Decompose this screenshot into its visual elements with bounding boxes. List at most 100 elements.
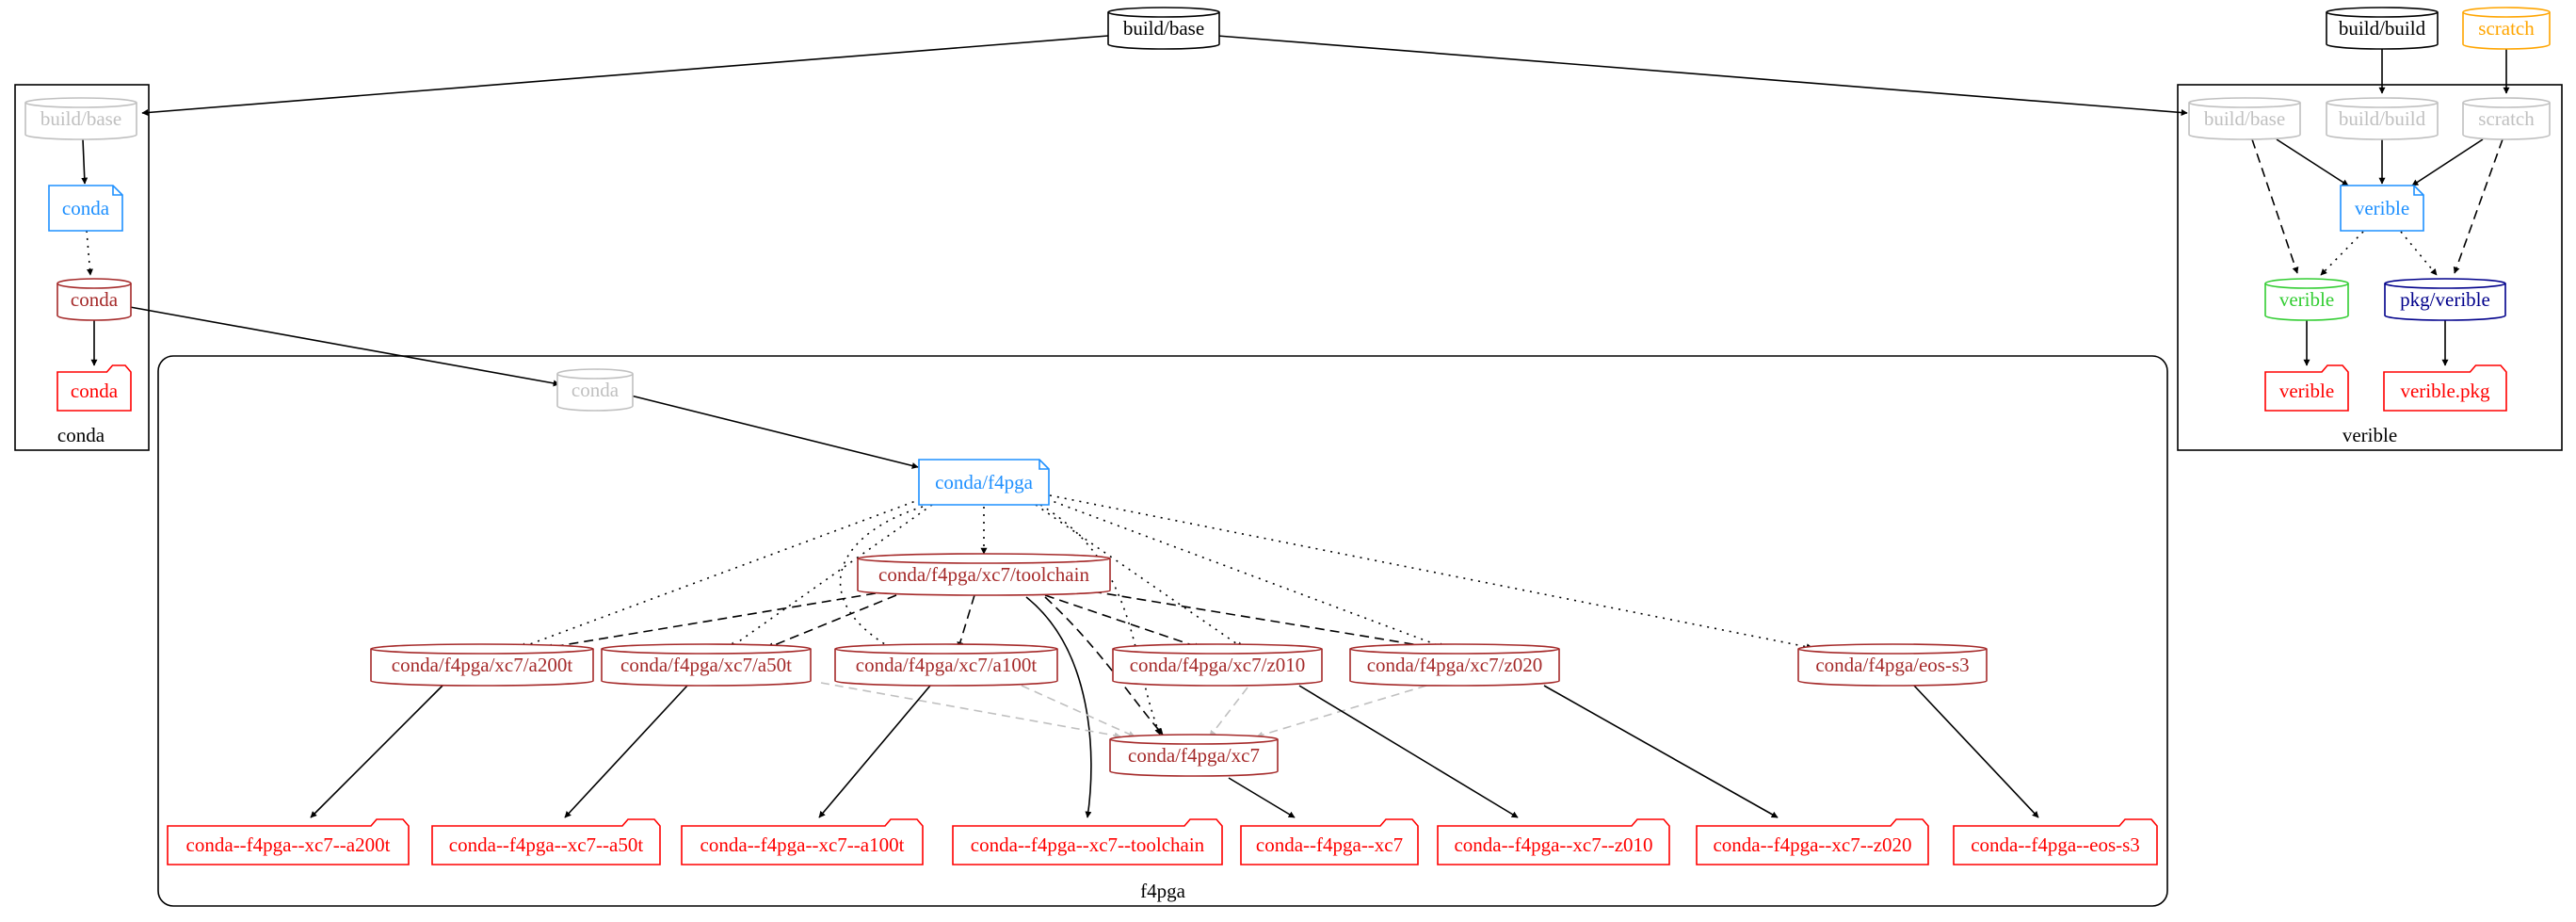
- edge-toolchain-to-a100t: [957, 594, 975, 649]
- edge-verible-base-to-dockerfile: [2276, 138, 2349, 186]
- node-label: build/build: [2339, 17, 2426, 40]
- edge-xc7-to-artifact: [1228, 777, 1296, 818]
- edge-z020-to-artifact: [1543, 685, 1779, 818]
- edge-eos-s3-to-artifact: [1913, 685, 2039, 818]
- edge-toolchain-to-a50t: [766, 594, 897, 649]
- node-verible-image: verible: [2264, 278, 2349, 321]
- node-label: build/base: [1123, 17, 1204, 40]
- node-conda-image: conda: [56, 278, 132, 321]
- node-label: conda--f4pga--xc7--a50t: [449, 833, 644, 856]
- edge-toolchain-to-artifact: [1025, 596, 1092, 818]
- node-verible-pkg-artifact: verible.pkg: [2383, 364, 2507, 412]
- node-label: conda/f4pga/xc7/a200t: [392, 654, 573, 676]
- node-art-a50t: conda--f4pga--xc7--a50t: [431, 818, 661, 865]
- node-conda-artifact: conda: [56, 364, 132, 412]
- node-label: conda: [71, 380, 119, 402]
- edge-toolchain-to-z020: [1091, 590, 1437, 651]
- edge-conda-image-to-f4pga-ref: [129, 306, 560, 387]
- edge-a200t-to-artifact: [310, 685, 443, 818]
- node-label: scratch: [2478, 107, 2535, 130]
- node-label: conda/f4pga/xc7/a100t: [856, 654, 1038, 676]
- node-label: verible.pkg: [2400, 380, 2490, 402]
- edge-a100t-to-artifact: [818, 685, 931, 818]
- edge-conda-dockerfile-to-image: [86, 230, 93, 276]
- cluster-verible: verible: [2177, 84, 2563, 451]
- node-art-a200t: conda--f4pga--xc7--a200t: [167, 818, 410, 865]
- node-label: conda--f4pga--xc7--a200t: [186, 833, 391, 856]
- node-label: build/base: [40, 107, 121, 130]
- node-label: pkg/verible: [2400, 288, 2490, 311]
- node-label: conda--f4pga--xc7: [1256, 833, 1403, 856]
- node-label: conda--f4pga--xc7--a100t: [700, 833, 905, 856]
- node-label: conda/f4pga/xc7: [1128, 744, 1260, 767]
- node-label: conda/f4pga/eos-s3: [1815, 654, 1969, 676]
- node-label: conda: [572, 379, 620, 401]
- node-verible-base-ref: build/base: [2188, 97, 2301, 140]
- node-art-xc7: conda--f4pga--xc7: [1240, 818, 1419, 865]
- edge-conda-ref-to-f4pga: [630, 395, 919, 469]
- node-label: conda--f4pga--xc7--z010: [1454, 833, 1652, 856]
- cluster-conda-label: conda: [57, 424, 105, 446]
- edge-f4pga-to-z020: [1046, 498, 1446, 650]
- edge-toolchain-to-a200t: [545, 592, 877, 651]
- node-toolchain: conda/f4pga/xc7/toolchain: [857, 553, 1111, 596]
- edge-f4pga-to-eos-s3: [1049, 494, 1813, 651]
- edge-build-base-to-conda: [141, 35, 1109, 116]
- node-label: conda/f4pga: [935, 471, 1033, 493]
- edge-z010-to-xc7: [1209, 687, 1248, 737]
- node-a50t: conda/f4pga/xc7/a50t: [601, 643, 812, 687]
- node-scratch-top: scratch: [2462, 7, 2551, 50]
- node-conda-dockerfile: conda: [48, 185, 123, 232]
- node-eos-s3: conda/f4pga/eos-s3: [1797, 643, 1988, 687]
- node-label: conda--f4pga--xc7--toolchain: [971, 833, 1205, 856]
- cluster-f4pga-label: f4pga: [1140, 880, 1185, 902]
- edge-a50t-to-artifact: [564, 685, 688, 818]
- node-art-z010: conda--f4pga--xc7--z010: [1437, 818, 1670, 865]
- node-label: verible: [2355, 197, 2409, 219]
- node-art-toolchain: conda--f4pga--xc7--toolchain: [952, 818, 1223, 865]
- node-art-eos-s3: conda--f4pga--eos-s3: [1953, 818, 2158, 865]
- node-label: conda: [62, 197, 110, 219]
- edge-verible-base-to-image: [2251, 138, 2299, 274]
- node-label: build/base: [2204, 107, 2285, 130]
- edge-verible-dockerfile-to-image: [2320, 231, 2364, 276]
- node-conda-base-ref: build/base: [24, 97, 137, 140]
- cluster-conda: conda: [14, 84, 150, 451]
- node-pkg-verible: pkg/verible: [2384, 278, 2506, 321]
- node-f4pga-conda-ref: conda: [556, 368, 634, 412]
- node-label: build/build: [2339, 107, 2426, 130]
- node-xc7: conda/f4pga/xc7: [1109, 734, 1279, 777]
- edge-toolchain-to-z010: [1044, 594, 1201, 650]
- node-verible-dockerfile: verible: [2340, 185, 2424, 232]
- cluster-verible-label: verible: [2343, 424, 2397, 446]
- edge-verible-dockerfile-to-pkg: [2400, 231, 2438, 276]
- edge-f4pga-to-xc7: [1039, 504, 1161, 736]
- node-verible-artifact: verible: [2264, 364, 2349, 412]
- node-label: conda/f4pga/xc7/z020: [1367, 654, 1543, 676]
- node-label: scratch: [2478, 17, 2535, 40]
- node-label: conda/f4pga/xc7/a50t: [620, 654, 792, 676]
- node-a100t: conda/f4pga/xc7/a100t: [834, 643, 1058, 687]
- node-verible-build-ref: build/build: [2326, 97, 2439, 140]
- node-build-base-top: build/base: [1107, 7, 1220, 50]
- node-art-z020: conda--f4pga--xc7--z020: [1696, 818, 1929, 865]
- edge-a50t-to-xc7: [820, 682, 1121, 739]
- node-label: conda: [71, 288, 119, 311]
- node-label: conda/f4pga/xc7/toolchain: [878, 563, 1089, 586]
- node-label: conda--f4pga--eos-s3: [1971, 833, 2140, 856]
- node-label: verible: [2279, 380, 2334, 402]
- edge-conda-base-to-dockerfile: [81, 138, 89, 185]
- edge-verible-scratch-to-pkg: [2453, 138, 2504, 274]
- node-verible-scratch-ref: scratch: [2462, 97, 2551, 140]
- node-f4pga-dockerfile: conda/f4pga: [918, 459, 1050, 506]
- node-build-build-top: build/build: [2326, 7, 2439, 50]
- node-z010: conda/f4pga/xc7/z010: [1112, 643, 1323, 687]
- node-label: verible: [2279, 288, 2334, 311]
- node-label: conda/f4pga/xc7/z010: [1130, 654, 1306, 676]
- cluster-f4pga: f4pga: [157, 355, 2168, 907]
- node-a200t: conda/f4pga/xc7/a200t: [370, 643, 594, 687]
- edge-a100t-to-xc7: [1021, 685, 1135, 737]
- node-label: conda--f4pga--xc7--z020: [1713, 833, 1911, 856]
- edge-z010-to-artifact: [1298, 685, 1519, 818]
- edge-verible-scratch-to-dockerfile: [2411, 138, 2484, 186]
